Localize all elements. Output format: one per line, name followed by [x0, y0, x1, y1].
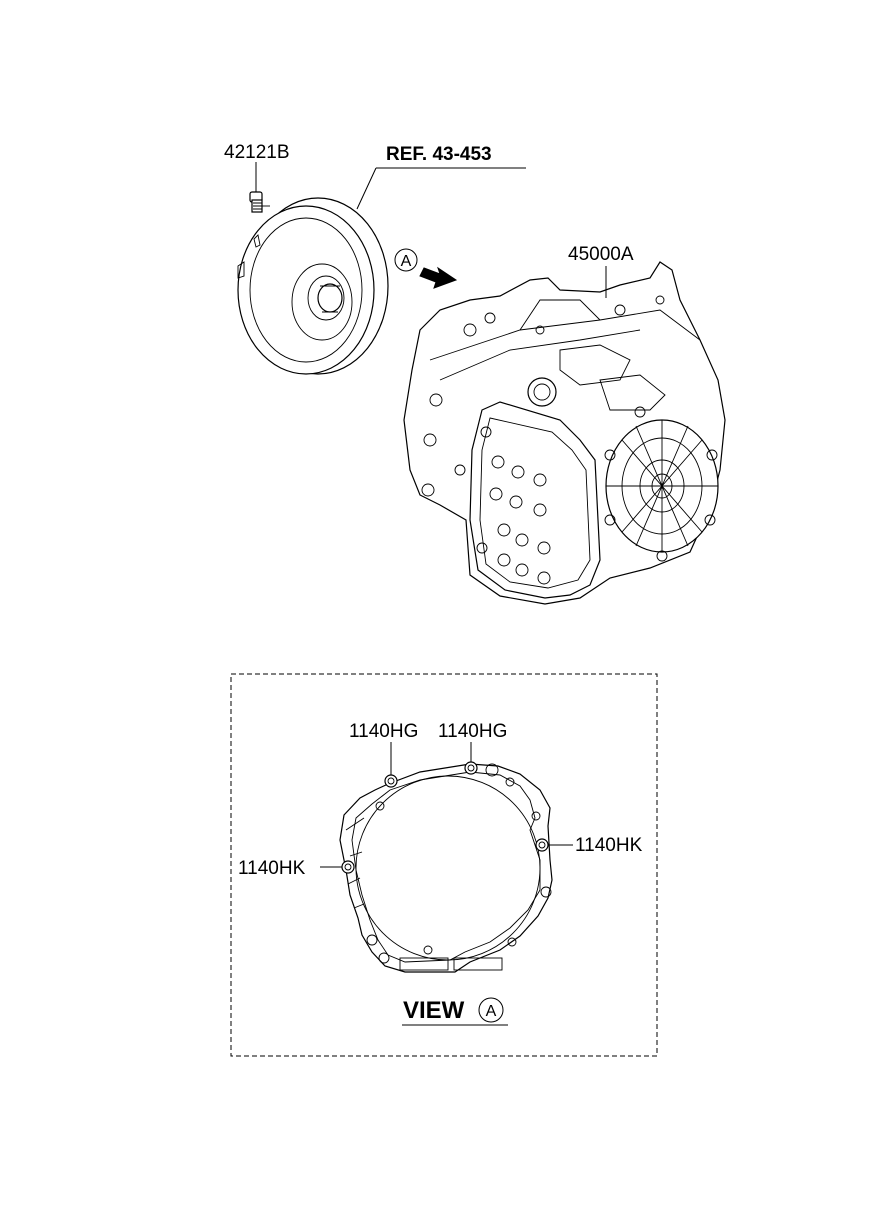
cover-bolts	[476, 426, 551, 585]
transaxle-assembly[interactable]	[403, 261, 726, 605]
view-a-caption-marker: A	[478, 997, 504, 1023]
view-a-title: VIEW	[403, 997, 465, 1024]
callout-ref-43-453[interactable]: REF. 43-453	[386, 144, 492, 165]
callout-1140hg-left[interactable]: 1140HG	[349, 721, 418, 742]
callout-1140hk-right[interactable]: 1140HK	[575, 835, 643, 856]
torque-converter[interactable]	[237, 197, 389, 375]
side-cover	[604, 406, 719, 562]
bolt-1140hk-right[interactable]	[535, 838, 549, 852]
view-a-circle-marker: A	[394, 248, 418, 272]
leader-ref	[356, 167, 377, 210]
bolt-1140hk-left[interactable]	[341, 860, 355, 874]
view-a-caption-letter: A	[486, 1003, 497, 1020]
callout-45000a[interactable]: 45000A	[568, 244, 634, 265]
callout-1140hg-right[interactable]: 1140HG	[438, 721, 507, 742]
view-a-box	[230, 673, 658, 1057]
callout-42121b[interactable]: 42121B	[224, 142, 290, 163]
bolt-42121b[interactable]	[249, 191, 270, 213]
bolt-1140hg-right[interactable]	[464, 761, 478, 775]
housing-flange[interactable]	[339, 763, 553, 973]
view-a-arrow	[419, 266, 458, 289]
bolt-1140hg-left[interactable]	[384, 774, 398, 788]
view-a-marker-letter: A	[401, 253, 412, 270]
callout-1140hk-left[interactable]: 1140HK	[238, 858, 306, 879]
